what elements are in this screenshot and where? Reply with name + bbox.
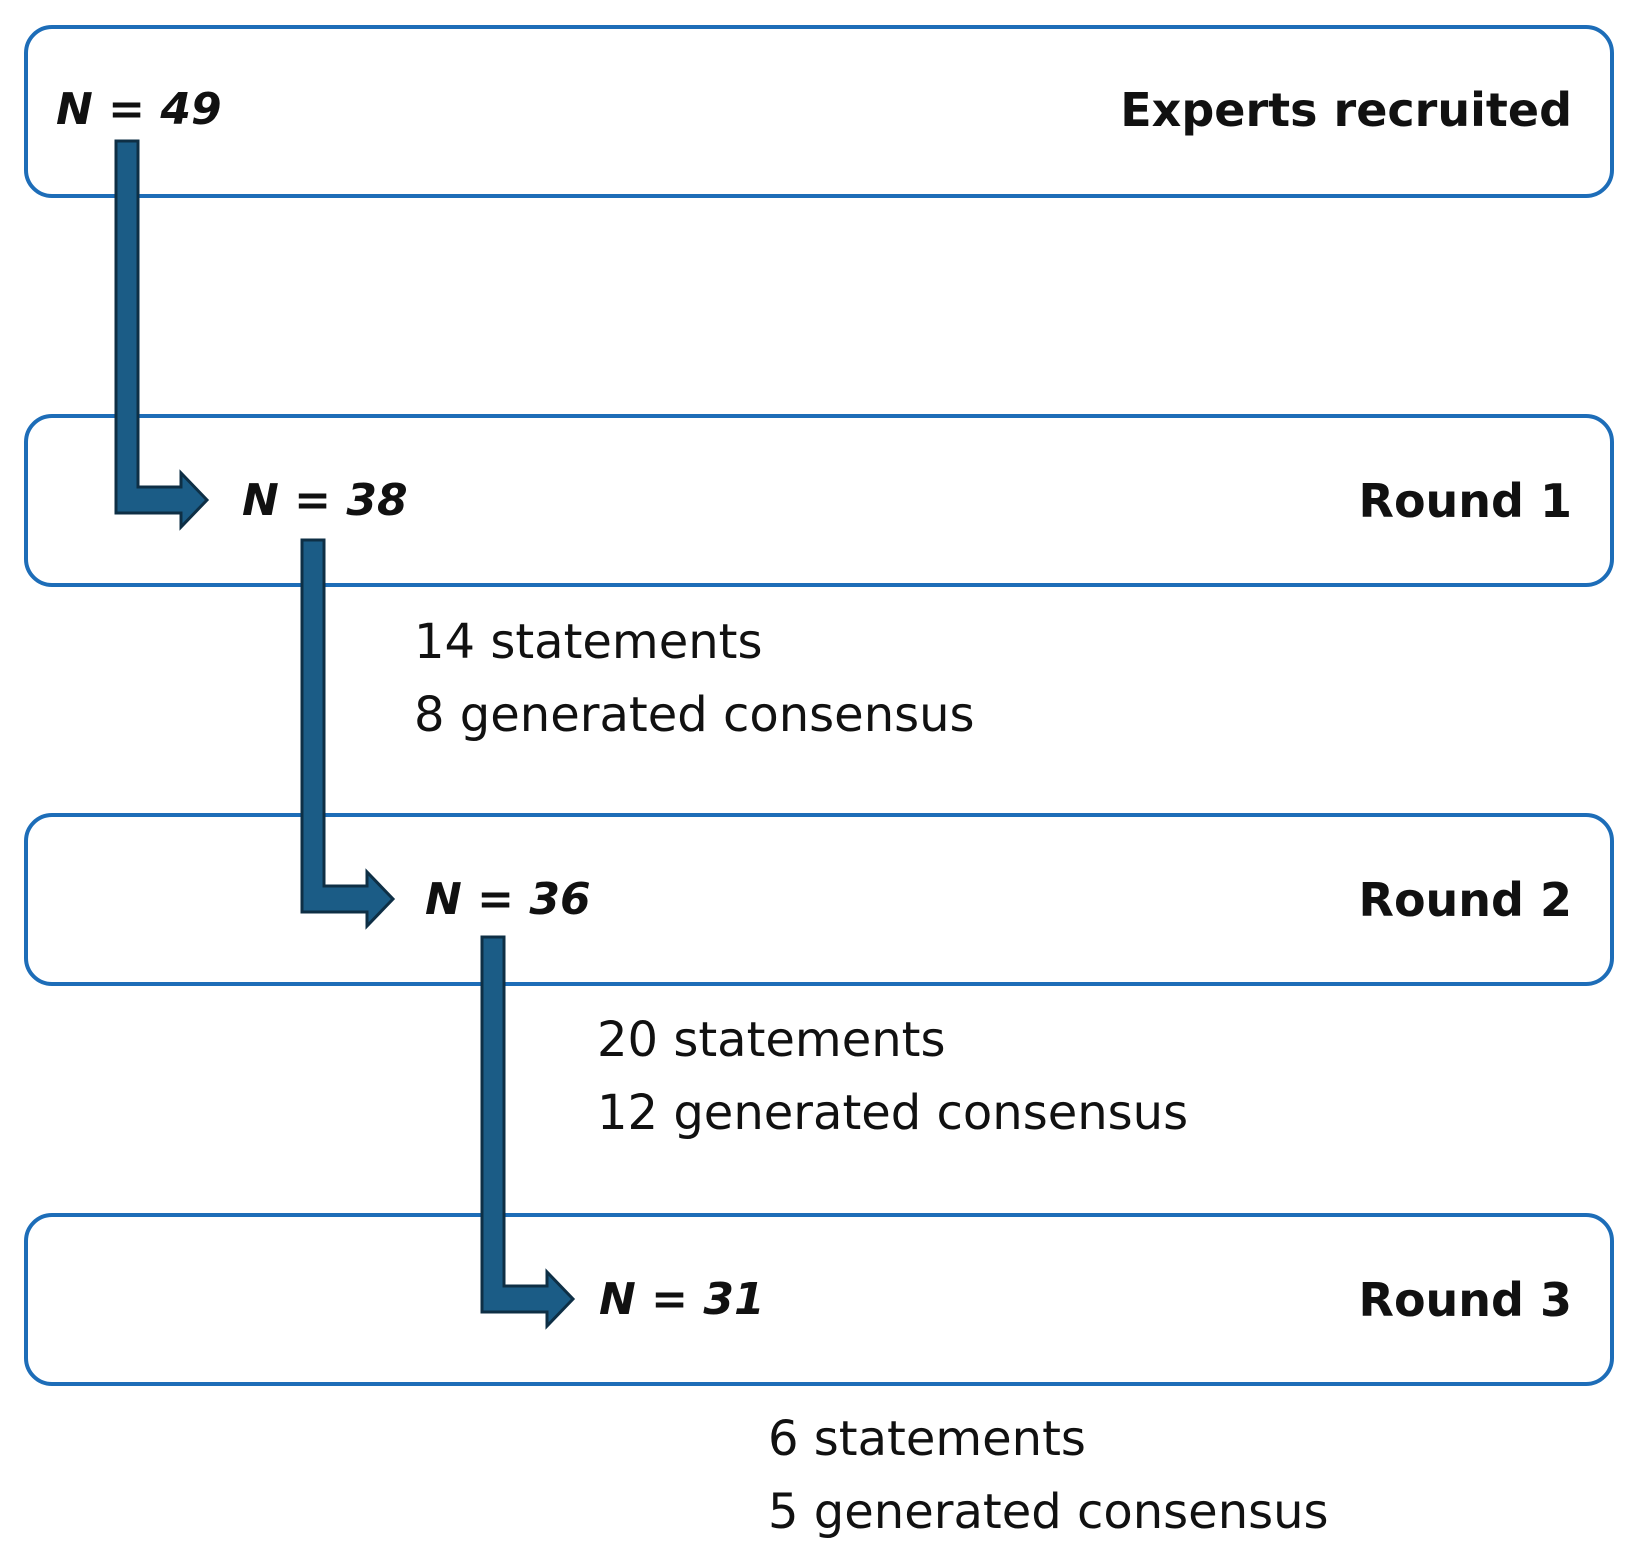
- round-1-consensus-text: 8 generated consensus: [414, 687, 975, 743]
- stage-box-experts-recruited: [24, 25, 1614, 198]
- n-label-round-1: N = 38: [242, 475, 408, 526]
- stage-box-round-2: [24, 813, 1614, 986]
- round-2-consensus-text: 12 generated consensus: [597, 1085, 1189, 1141]
- stage-title-experts-recruited: Experts recruited: [1120, 83, 1572, 137]
- n-label-round-3: N = 31: [599, 1274, 765, 1325]
- round-3-consensus-text: 5 generated consensus: [768, 1484, 1329, 1540]
- round-1-statements-text: 14 statements: [414, 614, 763, 670]
- arrow-icon-round-1-to-round-2: [300, 538, 396, 930]
- round-3-statements-text: 6 statements: [768, 1411, 1086, 1467]
- n-label-round-2: N = 36: [425, 874, 591, 925]
- round-2-statements-text: 20 statements: [597, 1012, 946, 1068]
- stage-box-round-1: [24, 414, 1614, 587]
- stage-title-round-2: Round 2: [1358, 873, 1572, 927]
- arrow-icon-recruited-to-round-1: [114, 139, 210, 531]
- stage-title-round-3: Round 3: [1358, 1273, 1572, 1327]
- stage-title-round-1: Round 1: [1358, 474, 1572, 528]
- stage-box-round-3: [24, 1213, 1614, 1386]
- arrow-icon-round-2-to-round-3: [480, 935, 576, 1330]
- n-label-experts-recruited: N = 49: [56, 84, 222, 135]
